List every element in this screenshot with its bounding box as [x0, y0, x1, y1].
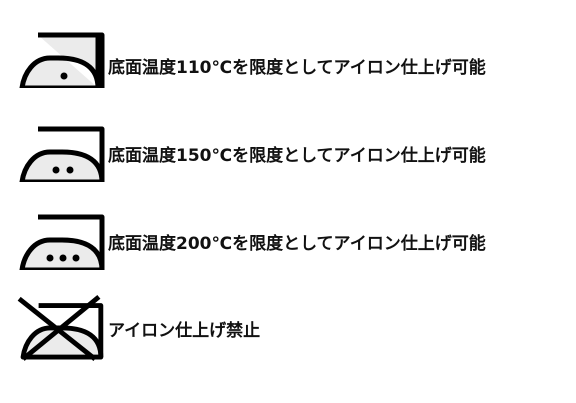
symbol-label: アイロン仕上げ禁止 [108, 321, 261, 341]
symbol-label: 底面温度110℃を限度としてアイロン仕上げ可能 [108, 58, 486, 78]
symbol-label: 底面温度200℃を限度としてアイロン仕上げ可能 [108, 234, 486, 254]
iron-medium-temp-icon [19, 126, 105, 182]
iron-high-temp-icon [19, 214, 105, 270]
iron-prohibited-icon [17, 294, 104, 361]
iron-low-temp-icon [19, 32, 105, 88]
symbol-label: 底面温度150℃を限度としてアイロン仕上げ可能 [108, 146, 486, 166]
